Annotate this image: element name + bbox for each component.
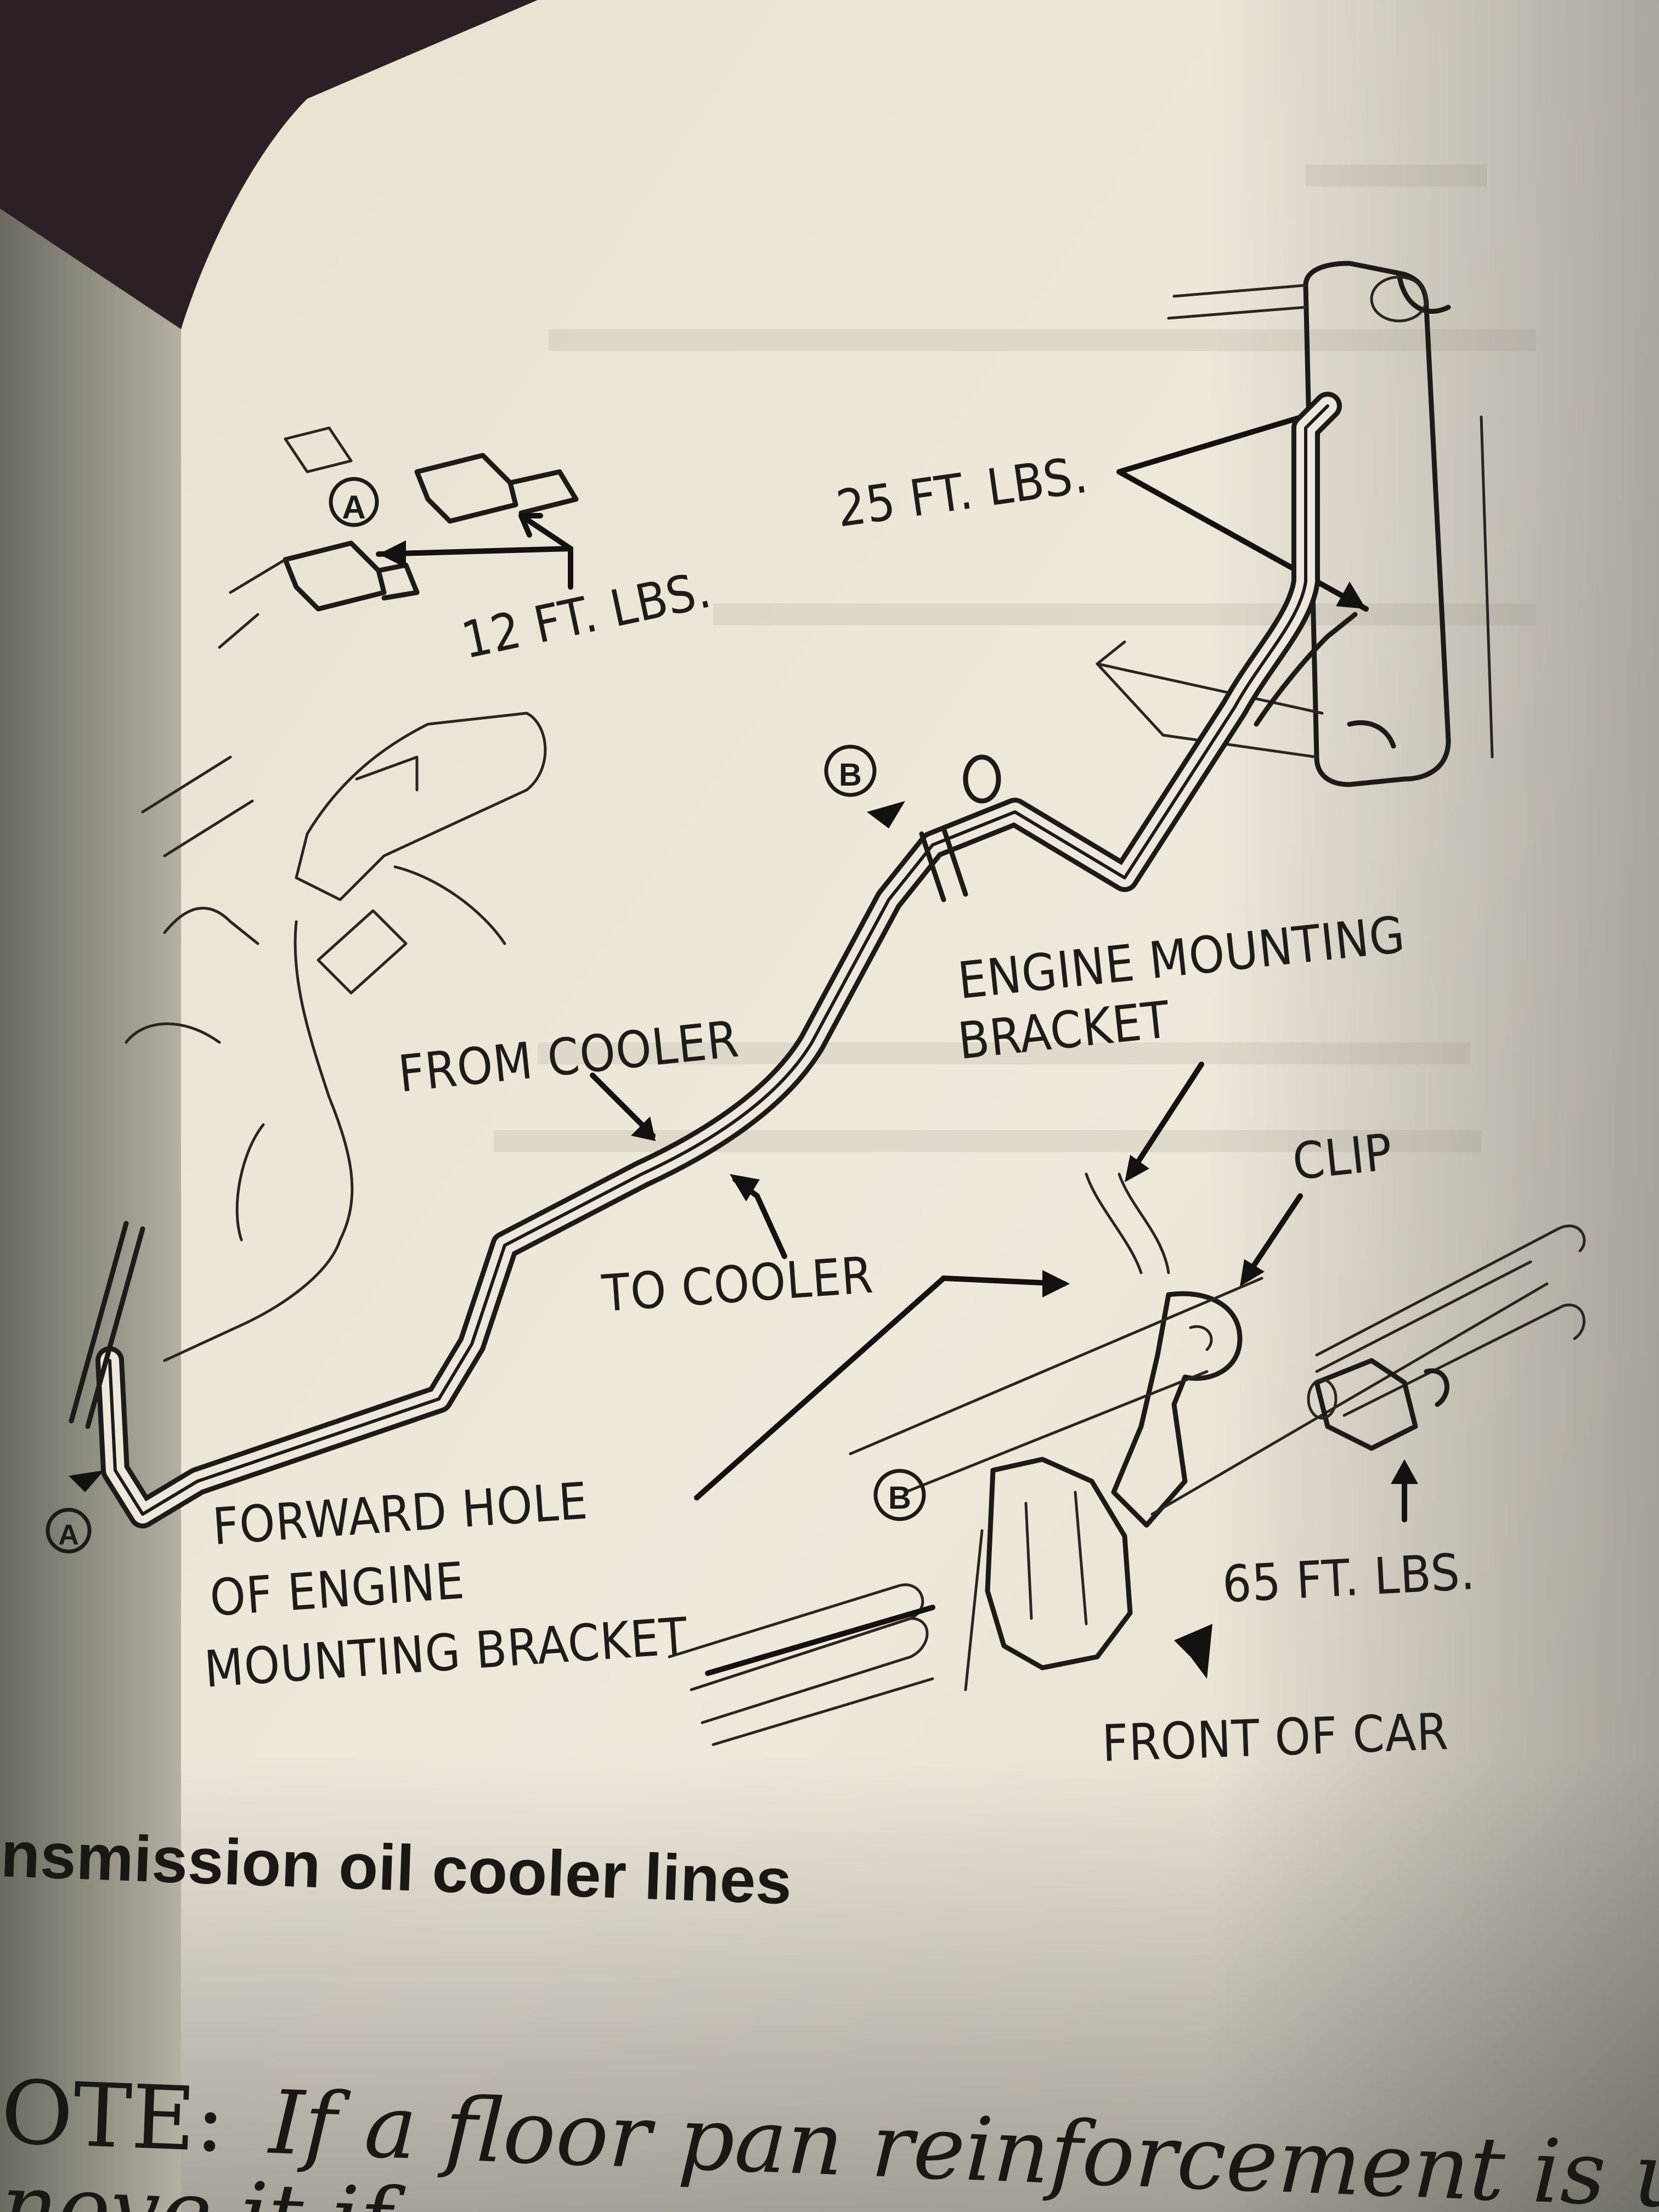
label-front-of-car: FRONT OF CAR [1101, 1702, 1449, 1773]
fitting-detail-a [218, 426, 579, 649]
svg-text:A: A [58, 1519, 79, 1551]
page-shadow-bottom [181, 1756, 1659, 2212]
clip-arrow [1243, 1193, 1303, 1281]
bleed-through-text [494, 165, 1536, 1152]
torque-25-arrow-lower [1116, 469, 1369, 612]
torque-12-arrow-lower [376, 546, 573, 557]
callout-b-top: B [824, 744, 905, 828]
callout-a-top: A [329, 477, 379, 527]
left-page [0, 208, 181, 2212]
callout-a-bottom: A [46, 1508, 92, 1554]
front-of-car-arrow [1174, 1624, 1212, 1679]
svg-text:A: A [342, 489, 365, 526]
callout-b-bottom: B [873, 1469, 926, 1521]
forward-hole-leader [705, 1605, 935, 1676]
bracket-detail-b [668, 1172, 1586, 1746]
label-clip: CLIP [1290, 1122, 1395, 1191]
svg-text:B: B [888, 1480, 911, 1516]
label-torque-65: 65 FT. LBS. [1221, 1542, 1477, 1614]
engine-outline [125, 712, 547, 1362]
note-prefix: OTE: [0, 2061, 227, 2172]
svg-text:B: B [839, 757, 862, 793]
bracket-leader-line [694, 1275, 1067, 1500]
radiator-tank [1096, 261, 1494, 787]
forward-hole-rod [85, 1226, 145, 1429]
cooler-line-pipes [95, 392, 1358, 1528]
engine-bracket-arrow [1127, 1062, 1204, 1177]
